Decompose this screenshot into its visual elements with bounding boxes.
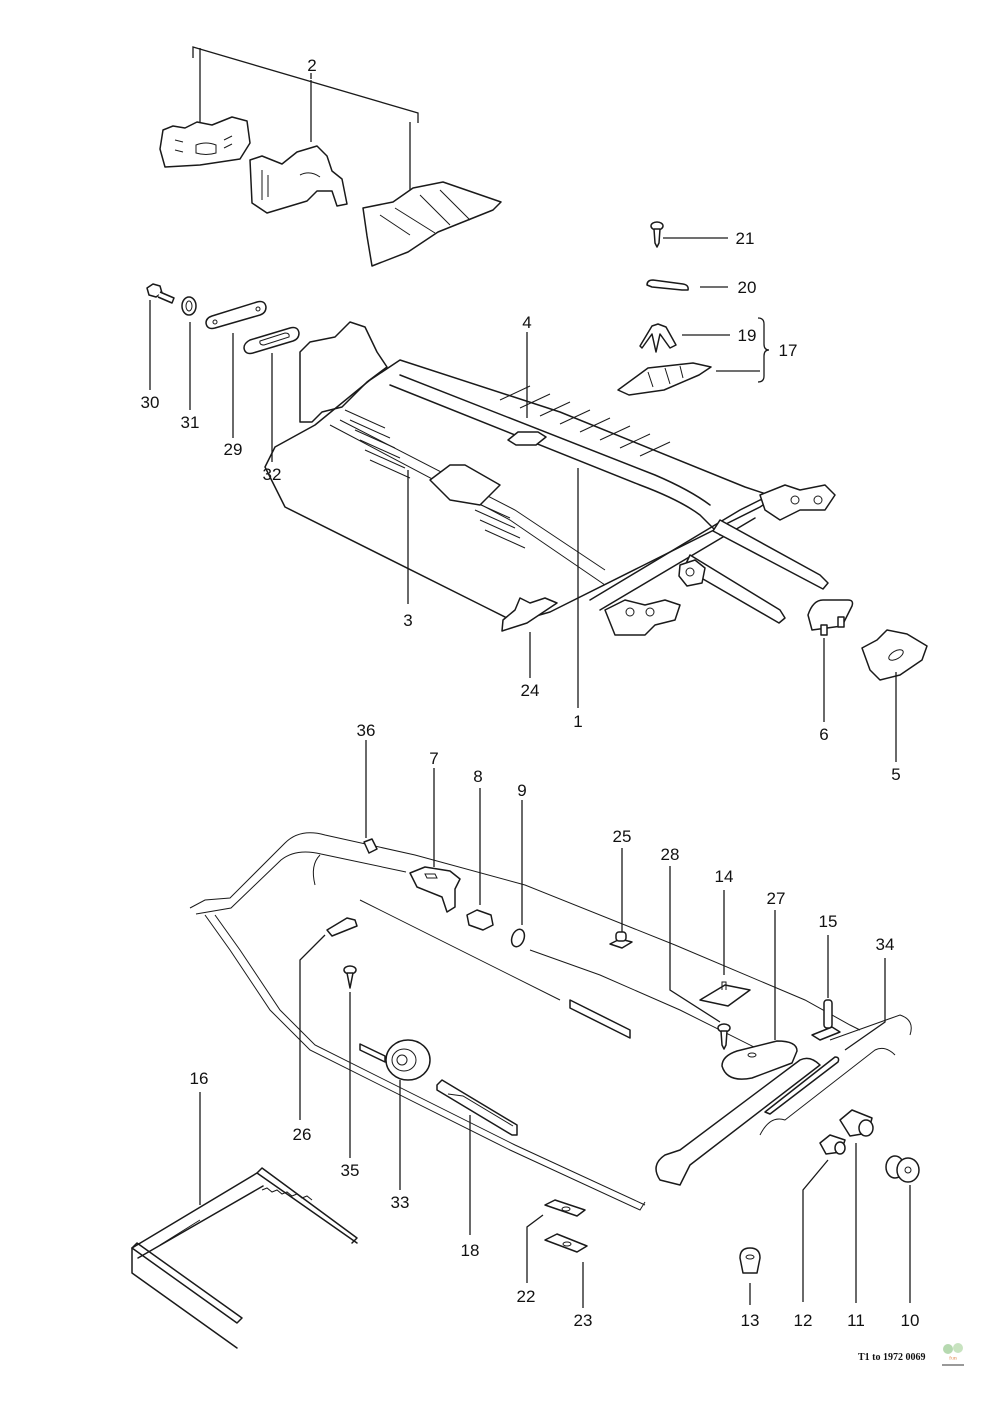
part-25-nut — [609, 848, 633, 949]
callout-31: 31 — [181, 413, 200, 432]
part-24-bracket — [501, 597, 558, 678]
part-29-plate — [205, 300, 267, 438]
callout-25: 25 — [613, 827, 632, 846]
callout-35: 35 — [341, 1161, 360, 1180]
callout-18: 18 — [461, 1241, 480, 1260]
part-27-cover — [721, 910, 798, 1080]
callout-12: 12 — [794, 1311, 813, 1330]
callout-13: 13 — [741, 1311, 760, 1330]
callout-21: 21 — [736, 229, 755, 248]
part-10-bushing — [885, 1155, 920, 1303]
callout-10: 10 — [901, 1311, 920, 1330]
callout-23: 23 — [574, 1311, 593, 1330]
part-1-frame-chassis — [264, 321, 836, 708]
part-34-strip — [764, 958, 886, 1115]
callout-5: 5 — [891, 765, 900, 784]
callout-2: 2 — [307, 56, 316, 75]
callout-22: 22 — [517, 1287, 536, 1306]
part-36-bracket — [363, 740, 378, 854]
callout-4: 4 — [522, 313, 531, 332]
callout-34: 34 — [876, 935, 895, 954]
part-19-clip — [639, 323, 730, 353]
callout-9: 9 — [517, 781, 526, 800]
callout-15: 15 — [819, 912, 838, 931]
watermark-logo-icon: ᶠᵘⁿ — [942, 1343, 964, 1366]
part-13-grommet — [739, 1247, 761, 1305]
leader-4 — [507, 332, 547, 446]
callout-36: 36 — [357, 721, 376, 740]
part-11-bushing — [839, 1109, 874, 1303]
part-28-screw — [669, 866, 731, 1050]
callout-20: 20 — [738, 278, 757, 297]
callout-6: 6 — [819, 725, 828, 744]
part-26-clip — [299, 917, 358, 1120]
callout-29: 29 — [224, 440, 243, 459]
part-12-bushing — [802, 1134, 846, 1302]
part-17-cover-plate — [617, 317, 770, 396]
part-31-washer — [181, 296, 197, 410]
callout-19: 19 — [738, 326, 757, 345]
callout-8: 8 — [473, 767, 482, 786]
part-30-bolt — [146, 283, 175, 390]
group-2-bracket — [192, 46, 419, 192]
part-7-bracket — [409, 768, 461, 913]
part-23-plate — [544, 1233, 588, 1308]
part-32-gasket — [243, 326, 300, 462]
callout-17: 17 — [779, 341, 798, 360]
reference-label: T1 to 1972 0069 — [858, 1352, 926, 1363]
callout-27: 27 — [767, 889, 786, 908]
callout-32: 32 — [263, 465, 282, 484]
callout-11: 11 — [847, 1311, 865, 1330]
part-9-ring — [510, 800, 526, 948]
part-16-frame — [131, 1092, 358, 1349]
part-front-frame-head — [159, 116, 251, 168]
callout-14: 14 — [715, 867, 734, 886]
callout-7: 7 — [429, 749, 438, 768]
callout-33: 33 — [391, 1193, 410, 1212]
part-14-clip — [699, 890, 751, 1007]
part-floor-section — [362, 181, 502, 267]
callout-24: 24 — [521, 681, 540, 700]
part-18-channel — [436, 1079, 518, 1235]
callout-30: 30 — [141, 393, 160, 412]
part-6-pad — [807, 599, 854, 722]
callout-26: 26 — [293, 1125, 312, 1144]
part-22-plate — [526, 1199, 586, 1283]
part-21-screw — [650, 221, 728, 248]
callout-28: 28 — [661, 845, 680, 864]
part-center-tunnel-section — [249, 145, 348, 214]
part-35-rivet — [343, 965, 357, 1158]
part-15-stud — [811, 935, 841, 1041]
part-33-tape-roll — [359, 1039, 431, 1190]
callout-3: 3 — [403, 611, 412, 630]
part-20-clip — [646, 279, 728, 291]
svg-text:ᶠᵘⁿ: ᶠᵘⁿ — [949, 1354, 957, 1364]
underside-frame-outline — [189, 832, 912, 1211]
callout-1: 1 — [573, 712, 582, 731]
part-8-bushing — [466, 788, 494, 931]
callout-16: 16 — [190, 1069, 209, 1088]
part-5-mount — [861, 629, 928, 762]
